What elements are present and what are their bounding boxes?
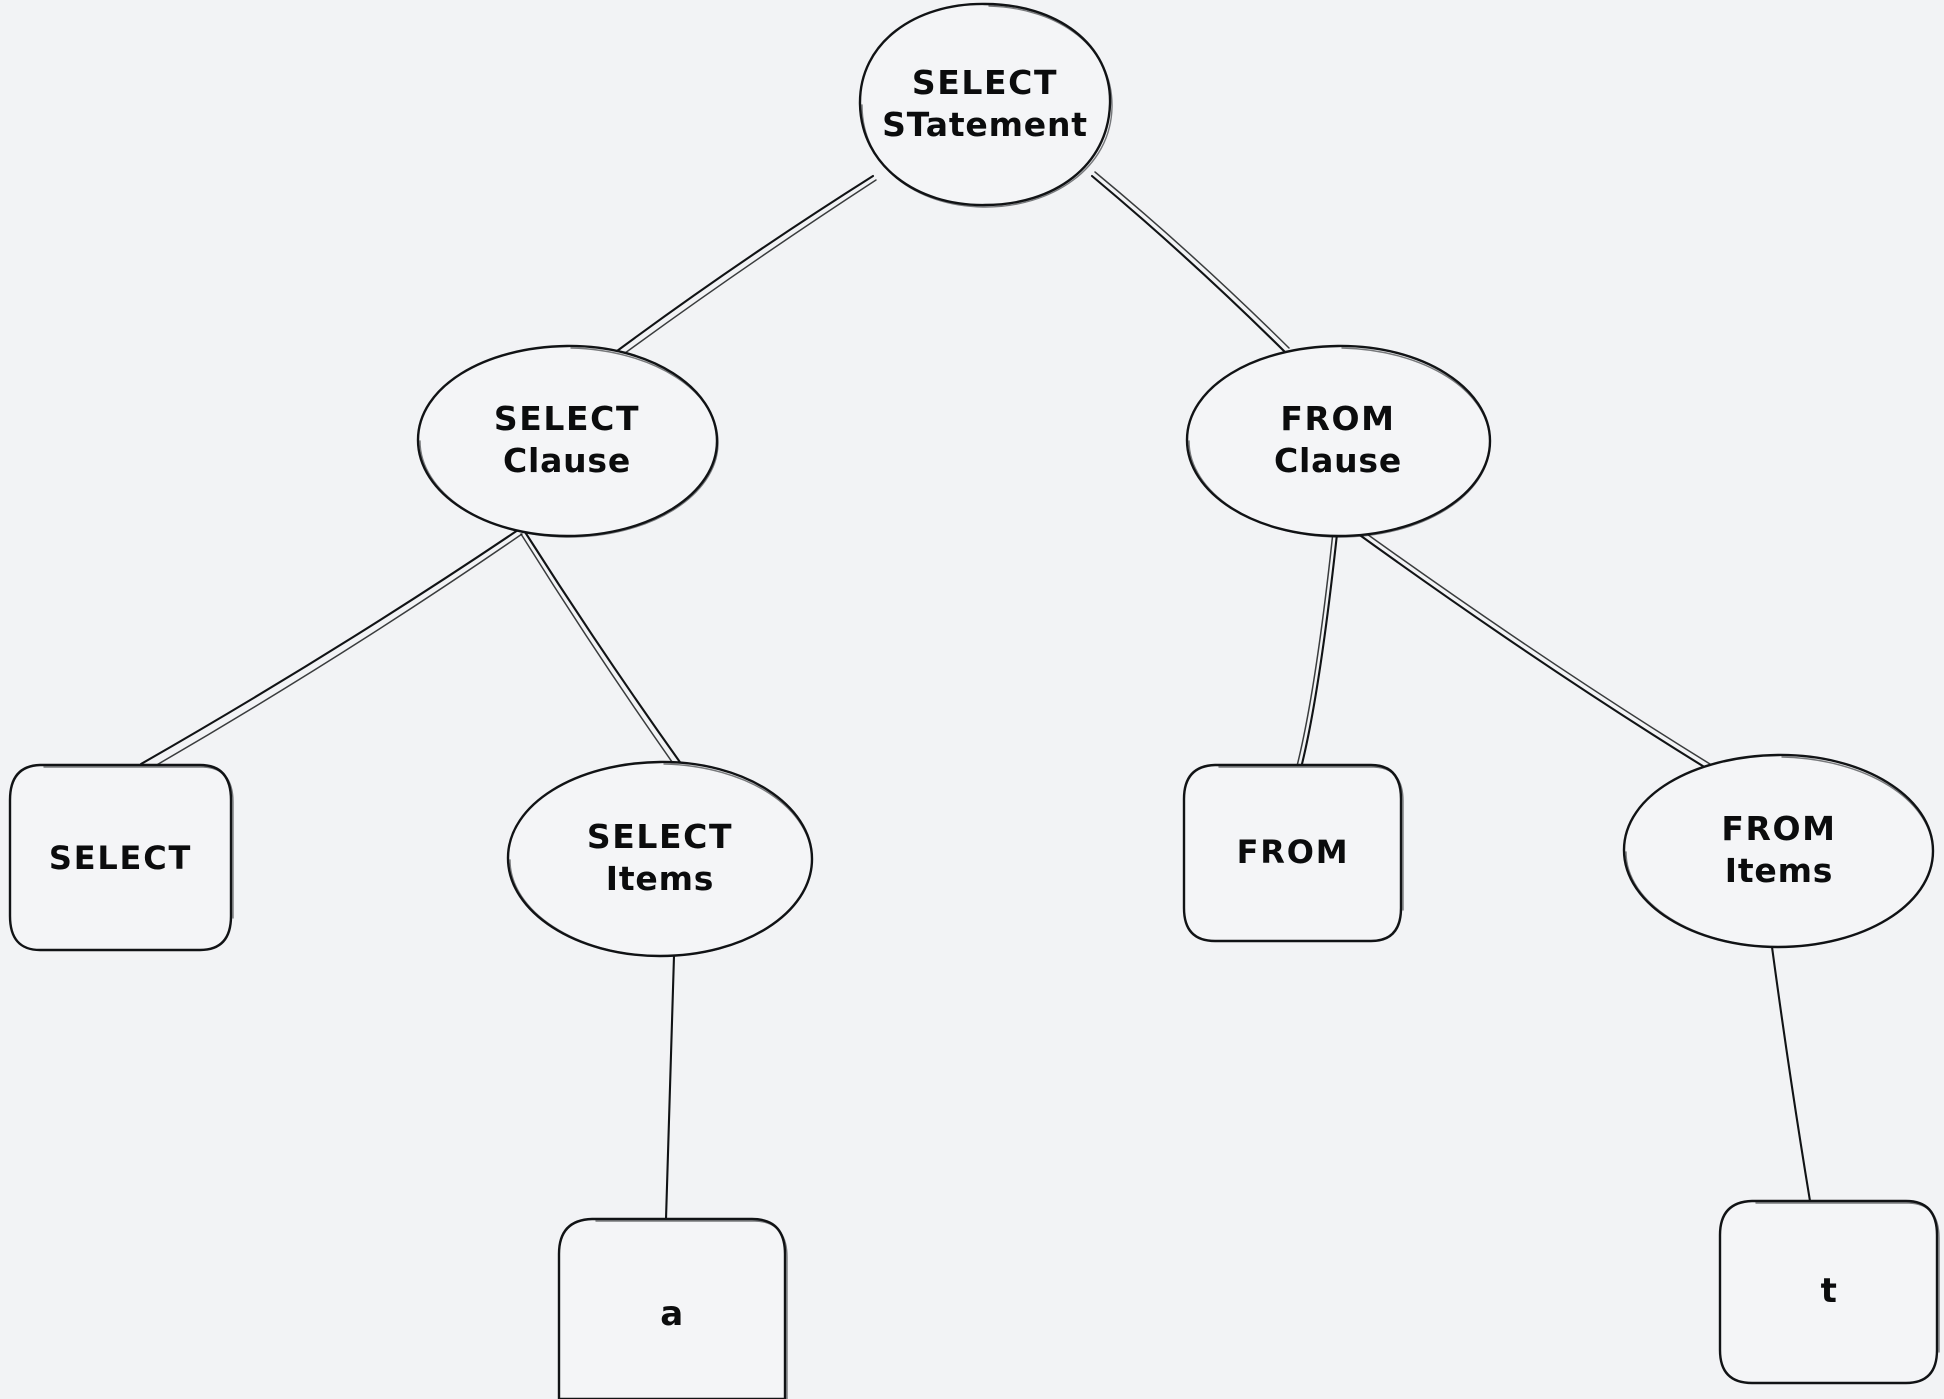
node-select-terminal[interactable] xyxy=(8,763,234,952)
node-from-clause[interactable] xyxy=(1185,344,1492,538)
edge-select-clause-to-select-items xyxy=(520,530,684,770)
node-a-terminal[interactable] xyxy=(557,1217,788,1399)
node-select-clause[interactable] xyxy=(416,344,719,538)
edge-statement-to-from-clause xyxy=(1090,171,1290,354)
edge-from-clause-to-from xyxy=(1296,531,1339,767)
node-t-terminal[interactable] xyxy=(1718,1199,1940,1385)
node-select-statement[interactable] xyxy=(858,2,1113,208)
node-select-items[interactable] xyxy=(506,760,814,958)
edge-from-clause-to-from-items xyxy=(1348,523,1747,792)
node-from-terminal[interactable] xyxy=(1182,763,1404,943)
edge-select-clause-to-select xyxy=(139,528,523,771)
edge-statement-to-select-clause xyxy=(615,174,877,357)
edge-from-items-to-t xyxy=(1770,945,1812,1203)
node-shape-layer xyxy=(8,2,1940,1399)
edge-layer xyxy=(139,171,1812,1221)
node-from-items[interactable] xyxy=(1622,753,1935,949)
edge-select-items-to-a xyxy=(664,954,676,1221)
